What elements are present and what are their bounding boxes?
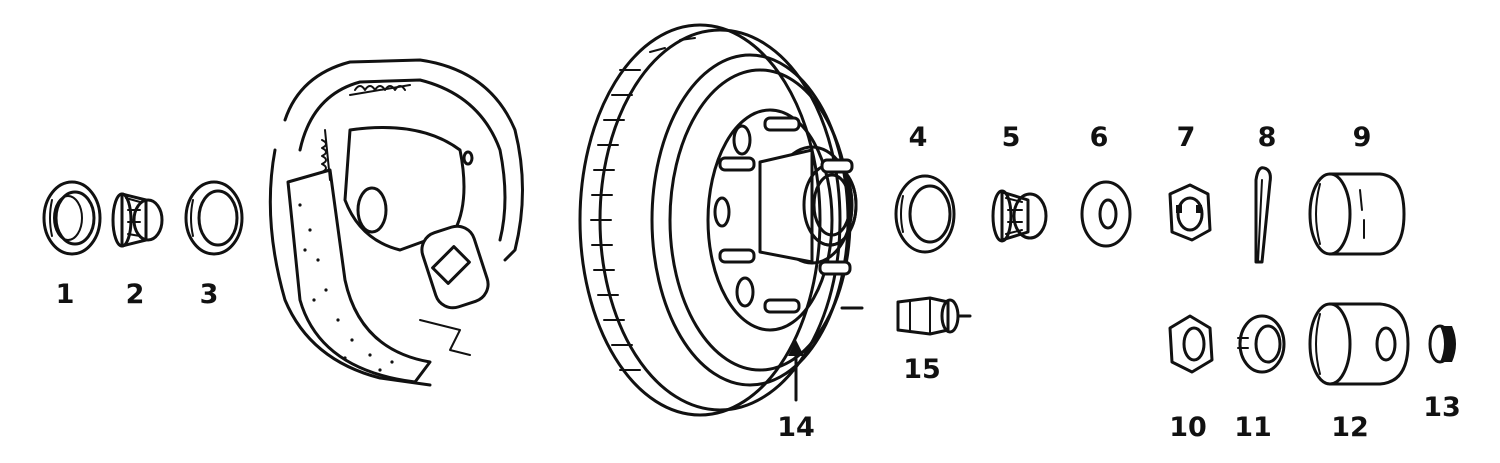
- brake-assembly-illustration: [268, 58, 524, 387]
- label-part-8: 8: [1258, 122, 1277, 153]
- part-9-dust-cap-icon: [1308, 172, 1406, 256]
- label-part-2: 2: [126, 279, 145, 310]
- label-part-11: 11: [1234, 412, 1272, 443]
- label-part-9: 9: [1353, 122, 1372, 153]
- label-part-1: 1: [56, 279, 75, 310]
- part-11-retainer-washer-icon: [1237, 314, 1286, 374]
- part-3-bearing-race-icon: [184, 180, 244, 256]
- label-part-6: 6: [1090, 122, 1109, 153]
- label-part-14: 14: [777, 412, 815, 443]
- label-part-13: 13: [1423, 392, 1461, 423]
- label-part-5: 5: [1002, 122, 1021, 153]
- part-13-rubber-plug-icon: [1428, 324, 1456, 364]
- part-2-roller-bearing-icon: [111, 192, 164, 248]
- part-7-castle-nut-icon: [1168, 183, 1212, 242]
- label-part-15: 15: [903, 354, 941, 385]
- part-5-roller-bearing-icon: [991, 189, 1048, 243]
- part-10-hex-nut-icon: [1168, 314, 1214, 374]
- part-12-grease-cap-icon: [1308, 302, 1410, 386]
- part-4-bearing-race-icon: [894, 174, 956, 254]
- part-6-washer-icon: [1080, 180, 1132, 248]
- label-part-7: 7: [1177, 122, 1196, 153]
- part-8-cotter-pin-icon: [1254, 166, 1272, 264]
- label-part-4: 4: [909, 122, 928, 153]
- wheel-stud-icon: [718, 116, 854, 314]
- label-part-10: 10: [1169, 412, 1207, 443]
- label-part-12: 12: [1331, 412, 1369, 443]
- label-part-3: 3: [200, 279, 219, 310]
- part-15-lug-nut-icon: [896, 296, 972, 336]
- drum-hub-illustration: [578, 23, 864, 417]
- part-1-bearing-race-icon: [42, 180, 102, 256]
